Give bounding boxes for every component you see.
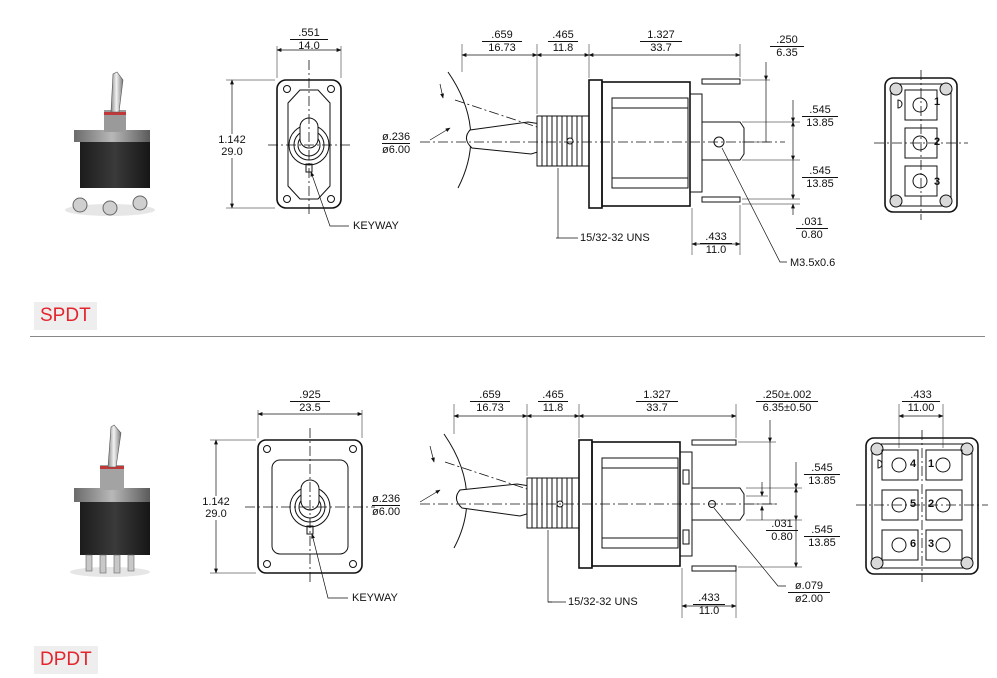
spdt-pin-2: 2 bbox=[934, 136, 941, 148]
spdt-section-tag: SPDT bbox=[34, 302, 97, 330]
dpdt-pin-3: 3 bbox=[928, 538, 935, 550]
dpdt-thread-label: 15/32-32 UNS bbox=[568, 596, 638, 608]
spdt-back-view bbox=[874, 70, 968, 220]
spdt-product-photo bbox=[65, 71, 155, 216]
section-divider bbox=[30, 336, 985, 337]
dpdt-section-tag: DPDT bbox=[34, 646, 98, 674]
spdt-keyway-label: KEYWAY bbox=[353, 220, 399, 232]
spdt-side-view bbox=[420, 44, 800, 263]
spdt-pin-1: 1 bbox=[934, 96, 941, 108]
spdt-thread-label: 15/32-32 UNS bbox=[580, 232, 650, 244]
dpdt-pin-6: 6 bbox=[910, 538, 917, 550]
dpdt-pin-4: 4 bbox=[910, 458, 917, 470]
spdt-pin-3: 3 bbox=[934, 176, 941, 188]
spdt-front-view bbox=[226, 46, 352, 227]
dpdt-pin-1: 1 bbox=[928, 458, 935, 470]
dpdt-keyway-label: KEYWAY bbox=[352, 592, 398, 604]
spdt-thread-lines bbox=[541, 116, 583, 166]
spdt-screw-label: M3.5x0.6 bbox=[790, 257, 836, 269]
dpdt-back-view bbox=[856, 404, 988, 582]
dpdt-front-view bbox=[210, 410, 375, 599]
dpdt-product-photo bbox=[70, 424, 150, 577]
dpdt-pin-5: 5 bbox=[910, 498, 917, 510]
dpdt-side-view bbox=[419, 404, 802, 618]
dpdt-pin-2: 2 bbox=[928, 498, 935, 510]
